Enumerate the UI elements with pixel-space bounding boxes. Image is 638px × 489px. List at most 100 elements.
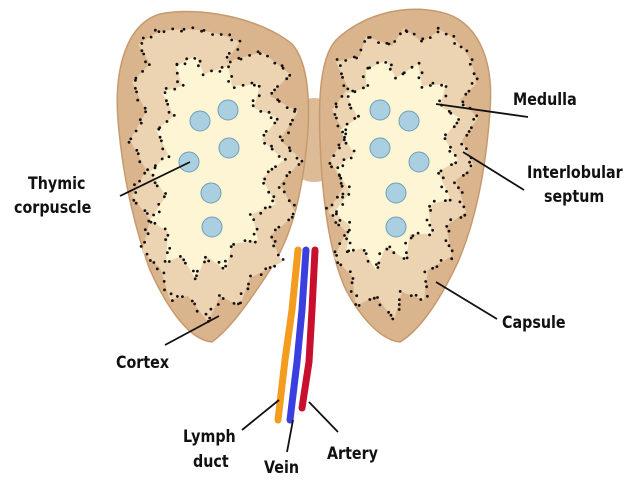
- cortex-dot: [185, 57, 188, 60]
- cortex-dot: [154, 164, 157, 167]
- cortex-dot: [230, 255, 233, 258]
- cortex-dot: [421, 86, 424, 89]
- vessels: [278, 250, 315, 420]
- cortex-dot: [154, 29, 157, 32]
- cortex-dot: [449, 112, 452, 115]
- cortex-dot: [404, 242, 407, 245]
- cortex-dot: [460, 46, 463, 49]
- cortex-label: Cortex: [116, 353, 169, 374]
- cortex-dot: [466, 49, 469, 52]
- cortex-dot: [205, 313, 208, 316]
- cortex-dot: [357, 115, 360, 118]
- cortex-dot: [285, 77, 288, 80]
- cortex-dot: [342, 84, 345, 87]
- cortex-dot: [347, 193, 350, 196]
- cortex-dot: [135, 77, 138, 80]
- cortex-dot: [288, 199, 291, 202]
- cortex-dot: [161, 148, 164, 151]
- cortex-dot: [468, 90, 471, 93]
- cortex-dot: [141, 70, 144, 73]
- cortex-dot: [138, 160, 141, 163]
- cortex-dot: [330, 165, 333, 168]
- cortex-dot: [156, 268, 159, 271]
- cortex-dot: [277, 254, 280, 257]
- cortex-dot: [437, 172, 440, 175]
- cortex-dot: [335, 117, 338, 120]
- thymic-corpuscle: [218, 100, 238, 120]
- cortex-dot: [378, 252, 381, 255]
- cortex-dot: [454, 154, 457, 157]
- cortex-dot: [232, 243, 235, 246]
- cortex-dot: [465, 147, 468, 150]
- thymic-corpuscle: [202, 217, 222, 237]
- cortex-dot: [349, 270, 352, 273]
- cortex-dot: [135, 91, 138, 94]
- cortex-dot: [341, 76, 344, 79]
- capsule-leader-line: [436, 282, 497, 319]
- cortex-dot: [453, 42, 456, 45]
- cortex-dot: [417, 232, 420, 235]
- cortex-dot: [298, 163, 301, 166]
- cortex-dot: [338, 174, 341, 177]
- cortex-dot: [379, 304, 382, 307]
- cortex-dot: [347, 95, 350, 98]
- cortex-dot: [418, 62, 421, 65]
- cortex-dot: [273, 265, 276, 268]
- cortex-dot: [146, 168, 149, 171]
- cortex-dot: [288, 74, 291, 77]
- cortex-dot: [466, 172, 469, 175]
- cortex-dot: [476, 77, 479, 80]
- cortex-dot: [273, 62, 276, 65]
- cortex-dot: [429, 84, 432, 87]
- cortex-dot: [453, 181, 456, 184]
- cortex-dot: [334, 113, 337, 116]
- thymic-corpuscle-label-line2: corpuscle: [14, 198, 91, 219]
- cortex-dot: [287, 219, 290, 222]
- cortex-dot: [436, 265, 439, 268]
- cortex-dot: [351, 281, 354, 284]
- artery-leader-line: [309, 402, 338, 432]
- cortex-dot: [289, 123, 292, 126]
- artery-label: Artery: [327, 444, 378, 465]
- cortex-dot: [140, 122, 143, 125]
- cortex-dot: [276, 85, 279, 88]
- cortex-dot: [247, 283, 250, 286]
- cortex-dot: [346, 250, 349, 253]
- cortex-dot: [142, 37, 145, 40]
- cortex-dot: [457, 186, 460, 189]
- cortex-dot: [366, 84, 369, 87]
- cortex-dot: [154, 222, 157, 225]
- cortex-dot: [475, 114, 478, 117]
- cortex-dot: [134, 191, 137, 194]
- cortex-dot: [228, 33, 231, 36]
- cortex-dot: [270, 92, 273, 95]
- cortex-dot: [296, 157, 299, 160]
- cortex-dot: [182, 258, 185, 261]
- cortex-dot: [263, 178, 266, 181]
- cortex-dot: [144, 209, 147, 212]
- cortex-dot: [210, 70, 213, 73]
- cortex-dot: [428, 205, 431, 208]
- cortex-dot: [219, 70, 222, 73]
- cortex-dot: [139, 118, 142, 121]
- cortex-dot: [159, 136, 162, 139]
- cortex-dot: [432, 82, 435, 85]
- cortex-dot: [176, 72, 179, 75]
- cortex-dot: [164, 228, 167, 231]
- cortex-dot: [453, 125, 456, 128]
- cortex-dot: [266, 55, 269, 58]
- cortex-dot: [288, 171, 291, 174]
- cortex-dot: [158, 126, 161, 129]
- cortex-dot: [161, 158, 164, 161]
- cortex-dot: [270, 116, 273, 119]
- cortex-dot: [264, 207, 267, 210]
- thymic-corpuscle: [370, 100, 390, 120]
- cortex-dot: [278, 155, 281, 158]
- cortex-dot: [253, 233, 256, 236]
- cortex-dot: [136, 99, 139, 102]
- cortex-dot: [259, 110, 262, 113]
- cortex-dot: [334, 221, 337, 224]
- cortex-dot: [394, 77, 397, 80]
- cortex-dot: [150, 36, 153, 39]
- cortex-dot: [218, 294, 221, 297]
